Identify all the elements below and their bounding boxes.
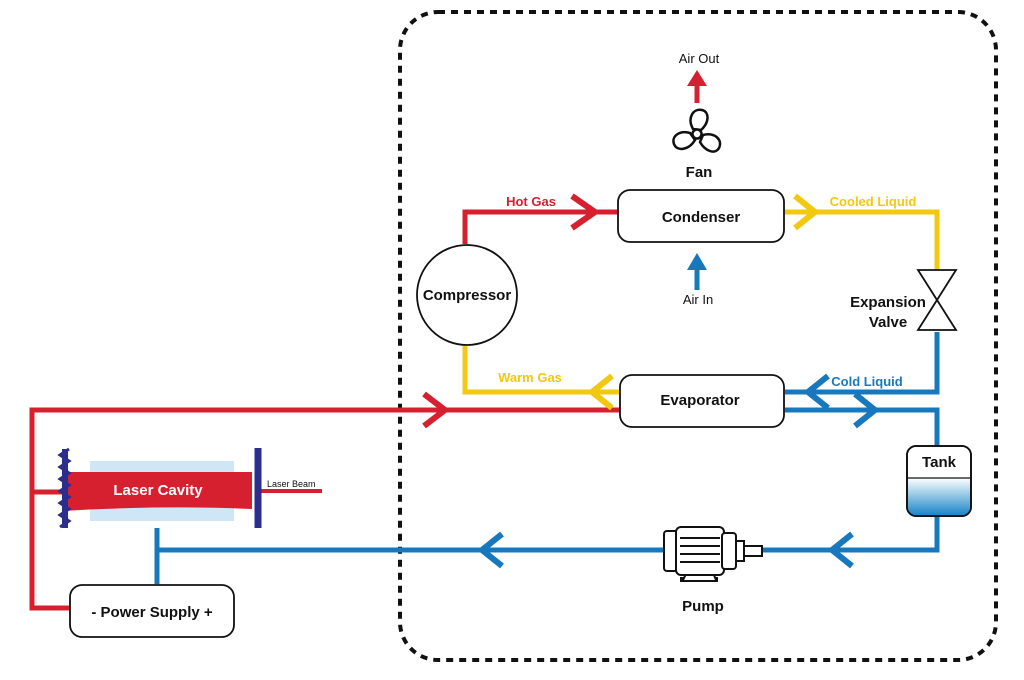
evaporator-box <box>619 374 785 428</box>
evaporator-label: Evaporator <box>660 392 739 409</box>
warm-arrows <box>587 193 820 411</box>
pump-icon <box>663 526 763 582</box>
hot-gas-line <box>462 209 620 244</box>
hot-gas-arrow <box>570 193 601 231</box>
chiller-enclosure <box>398 10 998 662</box>
cold-liquid-arrow <box>803 373 830 411</box>
pump-label: Pump <box>682 598 724 615</box>
cold-liquid-line <box>785 332 940 395</box>
warm-gas-label: Warm Gas <box>498 370 562 385</box>
laser-rear-mirror-teeth <box>57 447 72 529</box>
tank <box>906 445 972 517</box>
cooled-liquid-line <box>785 209 940 272</box>
condenser-label: Condenser <box>662 209 741 226</box>
condenser-box <box>617 189 785 243</box>
evaporator-out-arrow <box>853 391 880 429</box>
air-out-arrow-head <box>687 70 707 86</box>
tank-out-line <box>762 516 940 553</box>
evaporator-out-line <box>785 407 940 448</box>
expansion-valve-label-1: Expansion <box>850 294 926 311</box>
laser-cavity-body <box>62 472 252 511</box>
tank-label: Tank <box>922 454 957 471</box>
expansion-valve-icon <box>916 269 958 331</box>
cooled-liquid-label: Cooled Liquid <box>830 194 917 209</box>
warm-lines <box>462 209 940 395</box>
cooled-liquid-arrow <box>793 193 820 231</box>
expansion-valve-label-2: Valve <box>869 314 907 331</box>
return-arrow <box>422 391 450 429</box>
tank-liquid <box>908 478 970 515</box>
cold-lines <box>154 268 940 584</box>
fan-icon <box>672 108 722 153</box>
power-supply-box <box>69 584 235 638</box>
hot-gas-label: Hot Gas <box>506 194 556 209</box>
warm-gas-line <box>462 346 620 395</box>
compressor-label: Compressor <box>423 287 512 304</box>
laser-return-line <box>29 407 620 611</box>
air-in-label: Air In <box>683 292 713 307</box>
hot-lines <box>29 209 620 611</box>
cold-liquid-label: Cold Liquid <box>831 374 903 389</box>
warm-gas-arrow <box>587 373 614 411</box>
cold-arrows <box>477 373 880 569</box>
pump-out-arrow <box>477 531 504 569</box>
air-out-label: Air Out <box>679 51 720 66</box>
power-supply-label: - Power Supply + <box>91 604 213 621</box>
fan-label: Fan <box>686 164 713 181</box>
tank-out-arrow <box>827 531 854 569</box>
compressor-circle <box>416 244 518 346</box>
air-in-arrow-head <box>687 253 707 270</box>
laser-cavity-label: Laser Cavity <box>113 482 203 499</box>
laser-assembly <box>57 447 262 529</box>
laser-beam-label: Laser Beam <box>267 479 316 489</box>
